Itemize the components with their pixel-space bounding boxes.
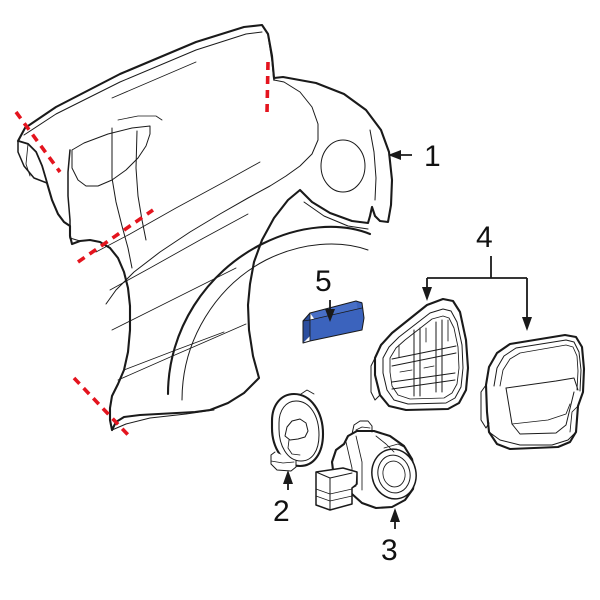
vent-housing-left-flange [480,384,490,429]
cut-line-top-left [14,110,62,174]
cut-line-mid-left [76,208,155,264]
part-quarter-panel-molding[interactable] [302,300,365,344]
callout-1-group[interactable]: 1 [388,140,441,173]
vent-housing-outer [484,333,586,451]
callout-4-label: 4 [476,221,493,254]
part-quarter-panel[interactable] [16,23,394,432]
molding-edge-c [302,319,311,322]
callout-4-group[interactable]: 4 [422,221,532,331]
grille-rail-horizontal-2b [391,379,456,390]
grille-left-flange [370,357,381,401]
cut-line-top-right [265,61,270,114]
grille-rail-horizontal-1 [391,345,457,360]
grille-cell-detail-4 [399,369,413,373]
vent-housing-mouth [505,377,579,391]
grille-rail-horizontal-1b [391,352,457,367]
grille-outer-bezel [373,297,470,412]
vent-housing-rim-2 [499,344,579,391]
callout-2-group[interactable]: 2 [273,470,293,528]
part-fuel-filler-door[interactable] [270,389,325,472]
actuator-connector-rib-2 [315,495,353,502]
molding-top-face [310,301,362,320]
callout-5-arrowhead [325,309,335,322]
part-fuel-door-actuator[interactable] [315,420,421,511]
part-vent-grille-louvered[interactable] [370,297,470,412]
actuator-seam-4 [383,443,407,449]
callout-2-label: 2 [273,495,290,528]
fuel-door-hinge-detail [284,418,309,441]
fuel-door-latch-tab-edge [270,460,295,464]
actuator-top-lug [351,420,373,435]
vent-housing-bottom [488,431,577,446]
actuator-seam-3 [375,435,395,453]
molding-edge-b [309,307,363,321]
vent-housing-rim-1 [493,339,582,392]
grille-inner-bezel [382,308,464,405]
actuator-seam-2 [355,435,363,491]
actuator-connector-rib-1 [315,488,353,495]
grille-bezel-ring-3 [389,315,460,400]
actuator-top-lug-2 [355,426,371,431]
actuator-barrel-inner [382,460,406,488]
callout-4-arrowhead-left [422,287,432,301]
callout-5-group[interactable]: 5 [315,265,335,322]
actuator-barrel-mid [377,454,411,494]
callout-5-label: 5 [315,265,332,298]
fuel-door-inner-ring [278,400,320,462]
fuel-door-top-tab [300,389,315,395]
cut-line-marks-group [14,61,270,440]
fuel-door-latch-tab [270,451,297,472]
callout-3-group[interactable]: 3 [381,508,400,567]
vent-housing-right-fold [569,405,579,433]
callout-1-arrowhead [388,150,401,160]
fuel-door-hinge-detail-2 [287,439,301,456]
callout-3-label: 3 [381,534,398,567]
callout-3-arrowhead [390,508,400,522]
callout-1-label: 1 [424,140,441,173]
part-vent-housing[interactable] [480,333,586,451]
vent-housing-floor [505,387,575,435]
actuator-connector-side [351,471,358,489]
grille-cell-detail-5 [423,365,435,369]
vent-housing-floor-edge [511,403,571,425]
callout-4-arrowhead-right [522,317,532,331]
callout-2-arrowhead [283,470,293,484]
grille-rail-horizontal-2 [391,372,456,383]
